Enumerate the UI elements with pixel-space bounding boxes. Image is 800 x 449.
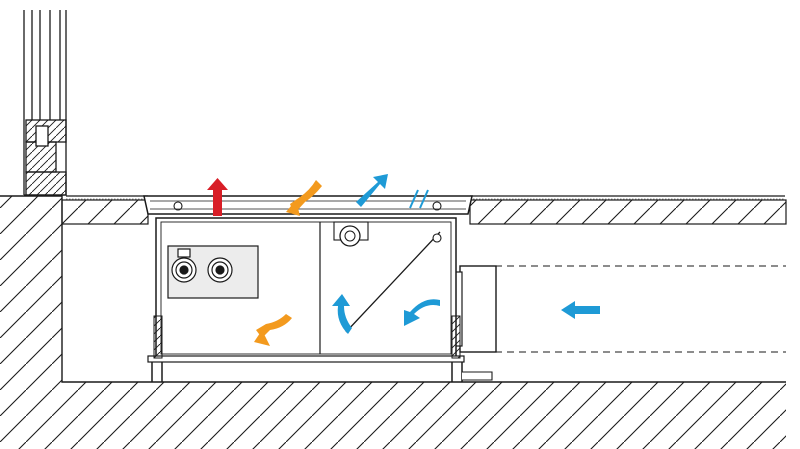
fan-inlet-curved-arrow (332, 294, 352, 334)
heat-recirculation-arrow-top (286, 180, 322, 216)
grille-slash-mark (409, 189, 419, 209)
warm-air-out-arrow (207, 178, 228, 216)
air-flow-arrows (207, 174, 600, 346)
wall-and-slab (0, 195, 786, 449)
floor-screed-right (469, 199, 787, 225)
window-frame (23, 10, 67, 196)
heat-exchanger-connection-panel (167, 245, 259, 299)
floor-screed-left (61, 199, 149, 225)
fresh-air-up-arrow-right (356, 174, 388, 207)
duct-outlet-curved-arrow (404, 299, 440, 326)
air-duct (451, 265, 786, 353)
duct-intake-arrow (561, 301, 600, 319)
floor-finish-band (66, 195, 785, 200)
heat-arrow-bottom (254, 314, 292, 346)
grille-slash-mark (419, 189, 429, 209)
